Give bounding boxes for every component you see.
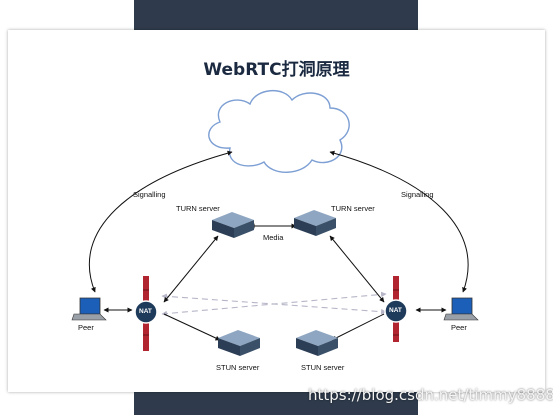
- signalling-left-arrow: [89, 150, 233, 293]
- nat-right-label: NAT: [389, 307, 402, 314]
- stun-server-right-label: STUN server: [301, 363, 345, 372]
- stun-server-right-icon: [296, 330, 338, 356]
- turn-server-left-icon: [212, 212, 254, 238]
- turn-server-left-label: TURN server: [176, 204, 220, 213]
- nat-right-firewall-icon: [384, 276, 408, 342]
- nat-left-label: NAT: [139, 308, 152, 315]
- cloud-icon: [208, 90, 350, 173]
- nat-left-firewall-icon: [134, 276, 158, 351]
- signalling-left-label: Signalling: [133, 190, 166, 199]
- peer-right-laptop-icon: [443, 297, 479, 321]
- nat-left-stun-link: [163, 313, 221, 341]
- peer-left-label: Peer: [78, 323, 94, 332]
- nat-right-stun-link: [331, 313, 385, 341]
- stun-server-left-label: STUN server: [216, 363, 260, 372]
- nat-left-turn-link: [163, 235, 219, 303]
- turn-server-right-label: TURN server: [331, 204, 375, 213]
- turn-server-right-icon: [294, 210, 336, 236]
- nat-right-turn-link: [329, 235, 385, 303]
- signalling-right-label: Signalling: [401, 190, 434, 199]
- peer-right-label: Peer: [451, 323, 467, 332]
- media-label: Media: [263, 233, 284, 242]
- watermark-url: https://blog.csdn.net/timmy88888: [308, 386, 553, 404]
- peer-left-laptop-icon: [71, 297, 107, 321]
- signalling-right-arrow: [329, 150, 469, 293]
- diagram-title: WebRTC打洞原理: [203, 60, 350, 80]
- direct-link-dashed-2: [161, 291, 387, 317]
- stun-server-left-icon: [218, 330, 260, 356]
